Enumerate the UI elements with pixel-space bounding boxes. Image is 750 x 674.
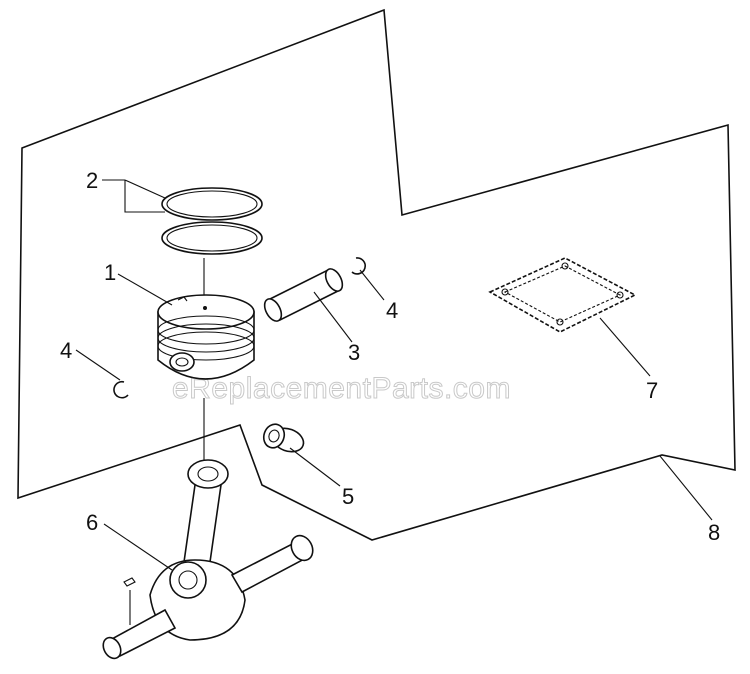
circlip-right (351, 257, 366, 275)
circlip-left (113, 380, 129, 399)
piston (157, 294, 255, 380)
callout-7: 7 (646, 378, 658, 403)
callout-1: 1 (104, 260, 116, 285)
callout-4-left: 4 (60, 338, 72, 363)
leader-lines (75, 179, 713, 571)
watermark-text: eReplacementParts.com (172, 372, 511, 405)
crankshaft (102, 459, 314, 660)
callout-3: 3 (348, 340, 360, 365)
gasket (488, 257, 637, 333)
piston-rings (161, 187, 263, 255)
callout-2: 2 (86, 168, 98, 193)
callout-6: 6 (86, 510, 98, 535)
callout-4-right: 4 (386, 298, 398, 323)
piston-pin (263, 268, 344, 322)
callout-5: 5 (342, 484, 354, 509)
callout-8: 8 (708, 520, 720, 545)
kit-boundary-outline (17, 8, 736, 541)
needle-bearing (262, 423, 305, 453)
